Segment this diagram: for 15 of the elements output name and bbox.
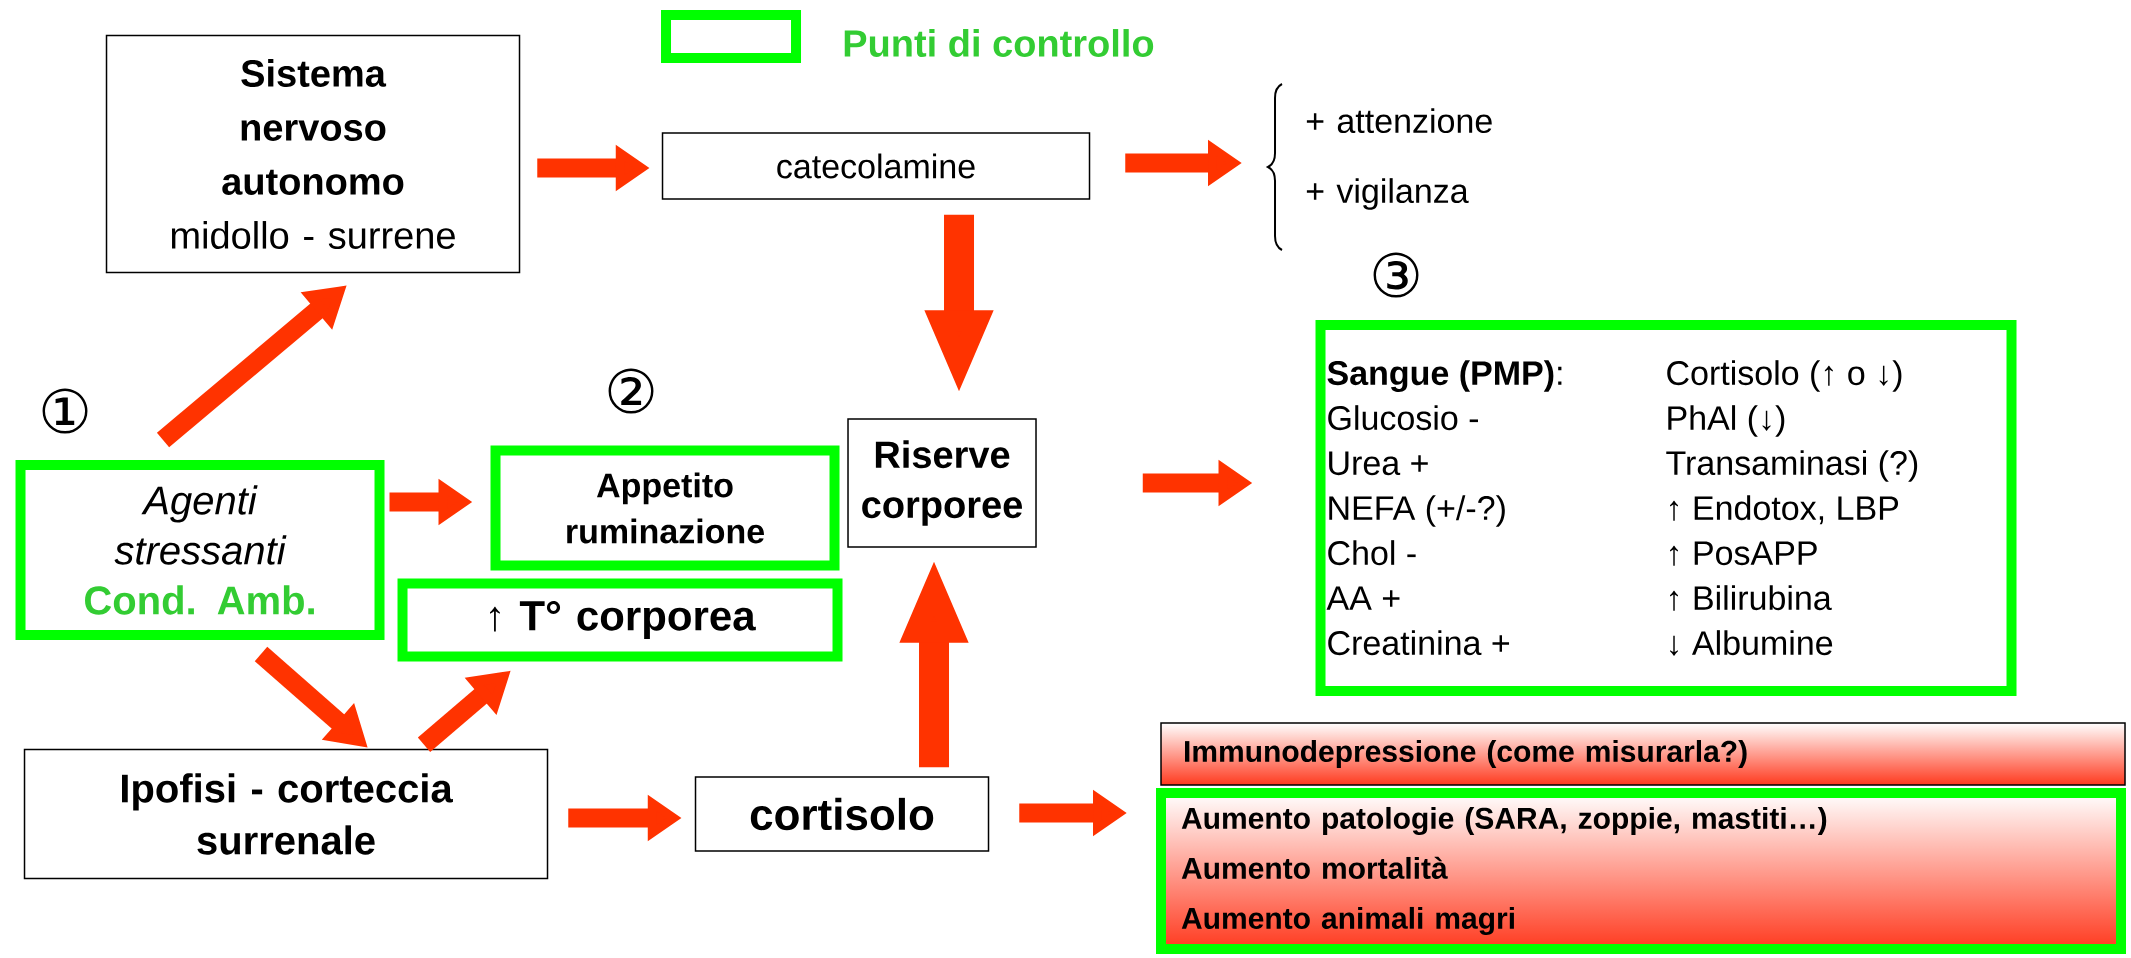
checkpoint-box: Appetito ruminazione bbox=[490, 445, 840, 571]
results-box: Sangue (PMP): Glucosio - Urea + NEFA (+/-?) Chol - AA + Creatinina + Cortisolo (↑ o ↓) PhAl (↓) Transaminasi (?) ↑ Endotox, LBP ↑ PosAPP ↑ Bilirubina ↓ Albumine bbox=[1315, 320, 2017, 696]
process-box: catecolamine bbox=[661, 132, 1091, 200]
process-box: cortisolo bbox=[694, 776, 990, 852]
process-box: Riserve corporee bbox=[847, 418, 1037, 548]
process-box: Sistema nervoso autonomo midollo - surrene bbox=[105, 34, 521, 274]
process-box: Ipofisi - corteccia surrenale bbox=[23, 748, 549, 880]
effect-list: + attenzione + vigilanza bbox=[1306, 108, 1492, 210]
legend-text: Punti di controllo bbox=[844, 29, 1154, 57]
circled-number: ② bbox=[608, 368, 654, 414]
outcome-box: Immunodepressione (come misurarla?) bbox=[1160, 722, 2126, 786]
circled-number: ① bbox=[42, 388, 88, 434]
checkpoint-box: Agenti stressanti Cond. Amb. bbox=[15, 460, 385, 640]
checkpoint-box: ↑ T° corporea bbox=[397, 578, 843, 662]
outcome-box: Aumento patologie (SARA, zoppie, mastiti…) Aumento mortalità Aumento animali magri bbox=[1156, 788, 2126, 954]
